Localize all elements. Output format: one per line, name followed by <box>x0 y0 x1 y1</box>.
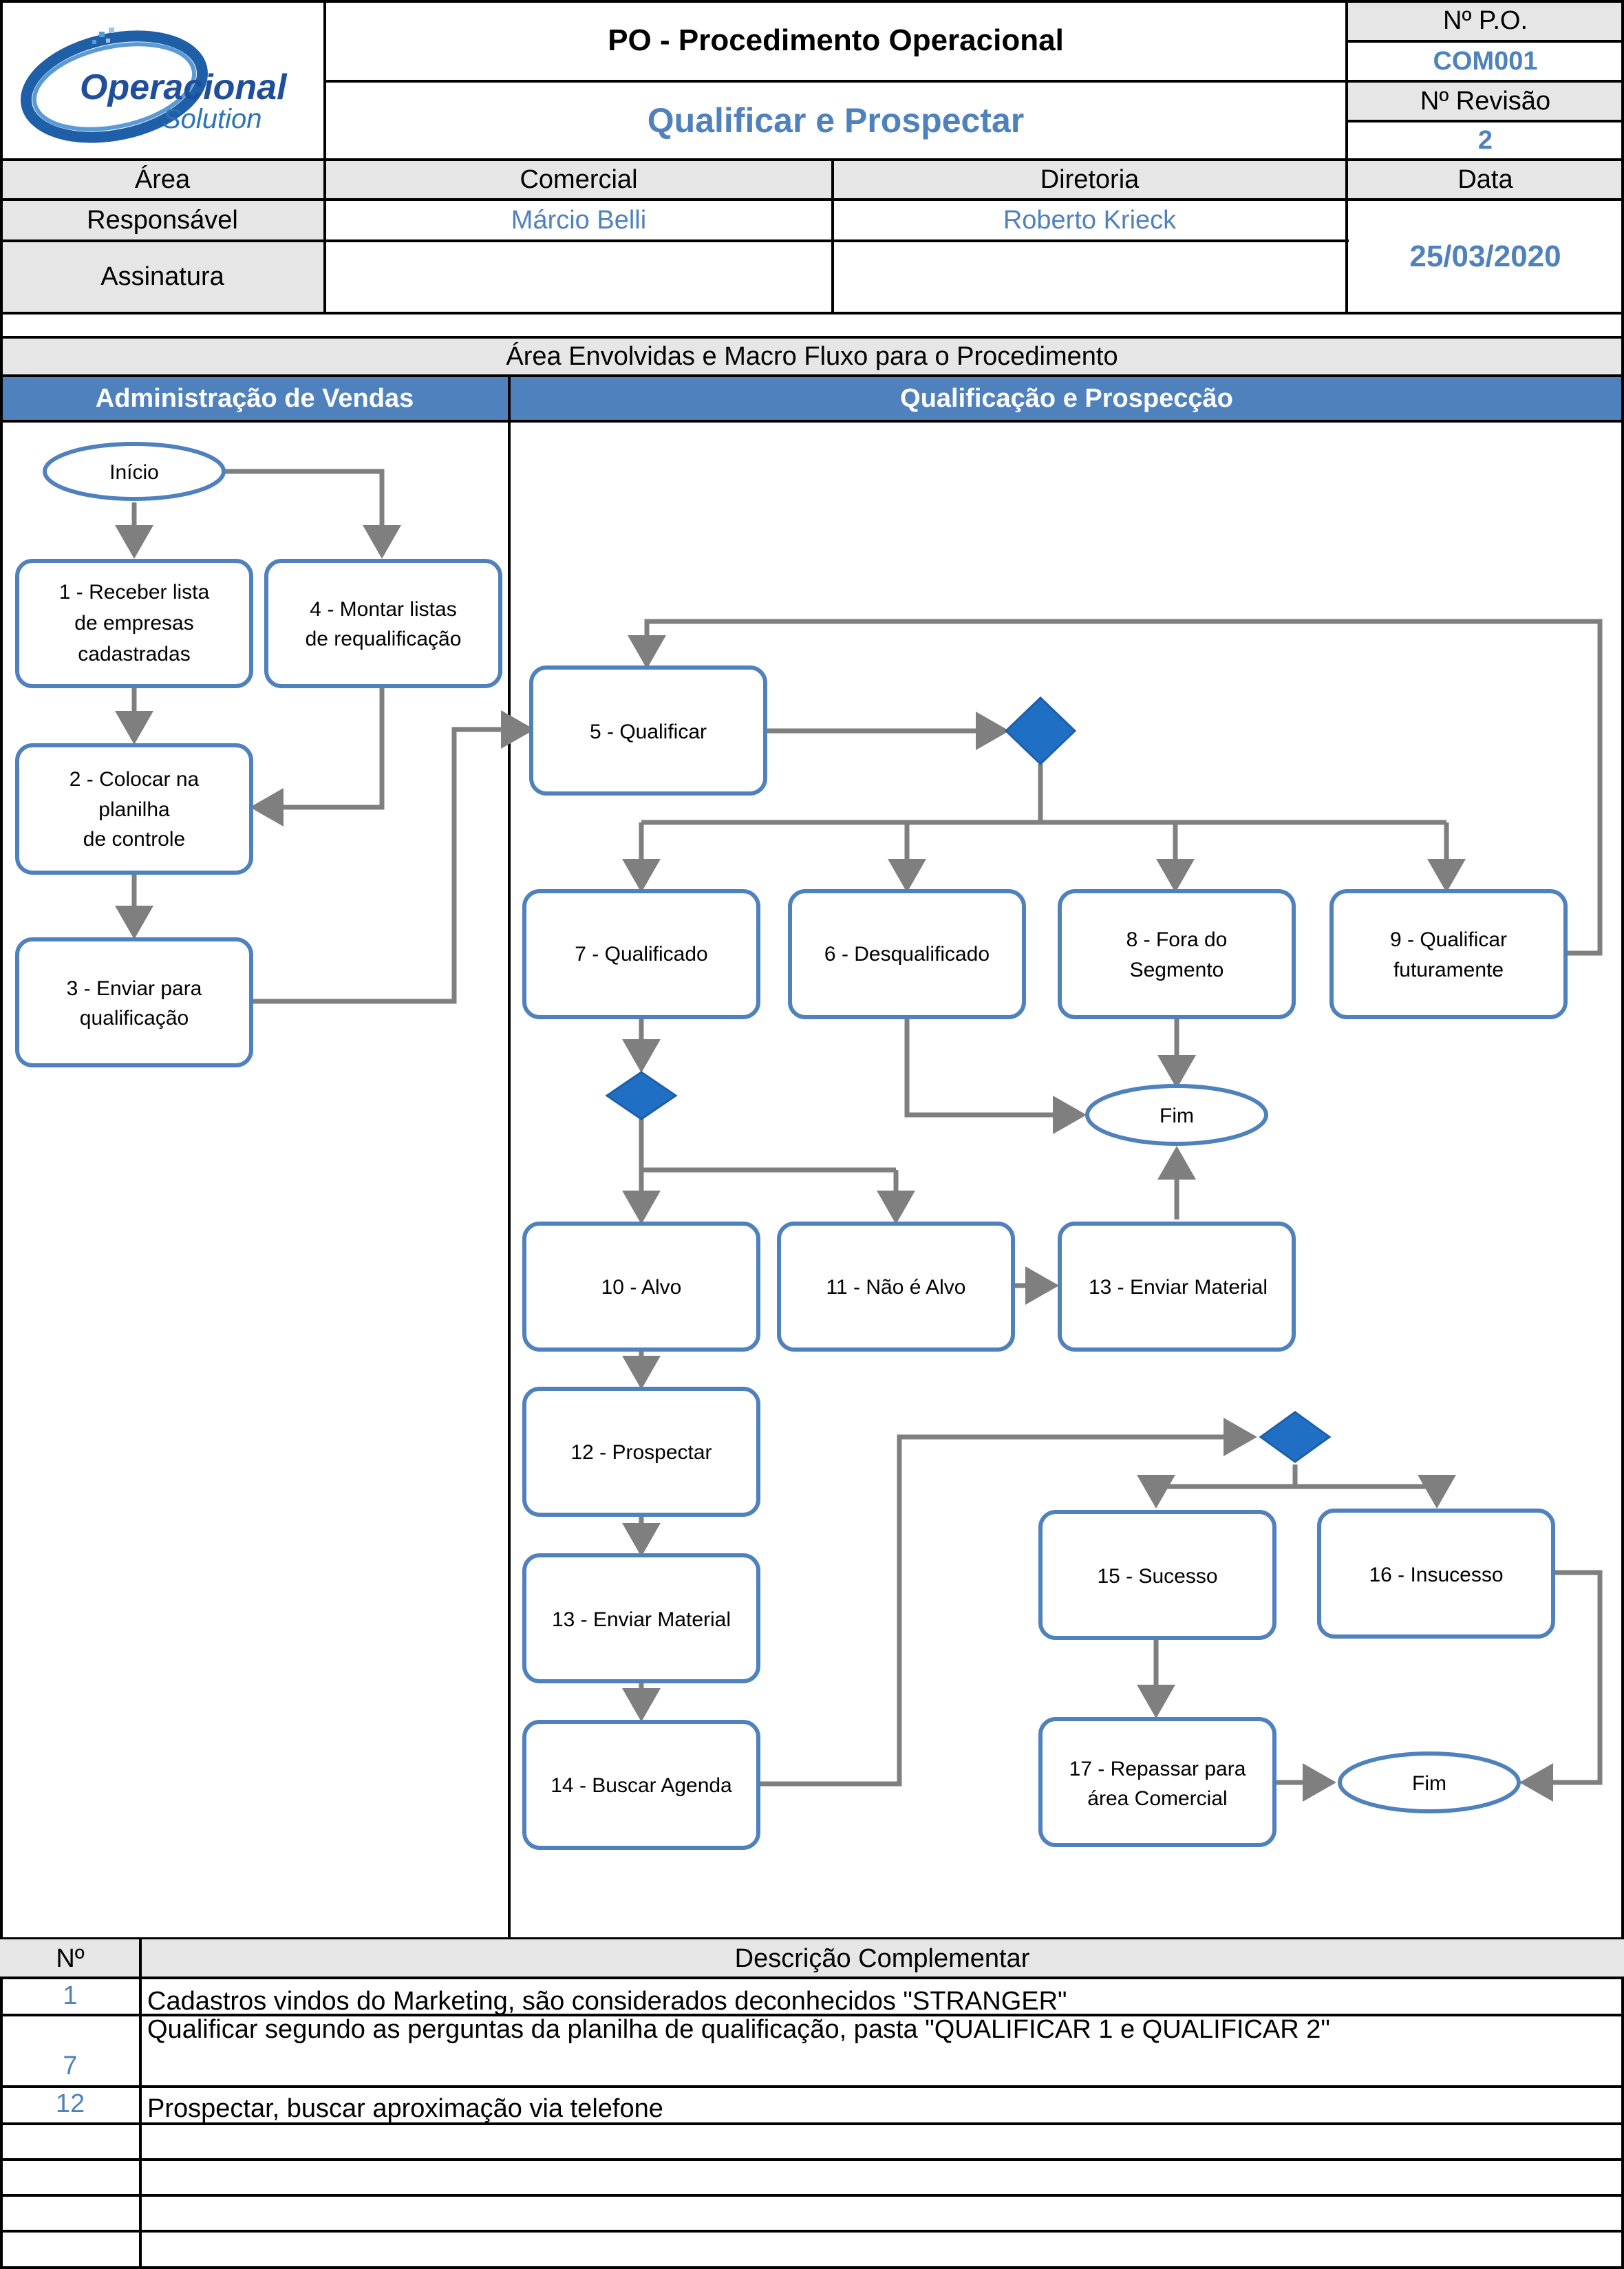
date-value: 25/03/2020 <box>1409 239 1561 273</box>
logo-sub: Solution <box>162 104 262 134</box>
node-14[interactable]: 14 - Buscar Agenda <box>522 1720 760 1850</box>
svg-text:futuramente: futuramente <box>1393 959 1504 981</box>
node-17[interactable]: 17 - Repassar para área Comercial <box>1038 1717 1276 1847</box>
complement-row-3-text: Prospectar, buscar aproximação via telef… <box>147 2094 663 2123</box>
svg-text:Fim: Fim <box>1412 1772 1446 1795</box>
assinatura-label: Assinatura <box>0 241 325 313</box>
arrow-n9-n5 <box>628 619 1603 956</box>
node-11[interactable]: 11 - Não é Alvo <box>777 1222 1015 1352</box>
complement-num-header: Nº <box>0 1939 140 1978</box>
node-fim-2[interactable]: Fim <box>1338 1751 1521 1813</box>
arrow-inicio-n4 <box>224 469 401 559</box>
arrow-n14-d3 <box>757 1418 1257 1787</box>
decision-3[interactable] <box>1259 1411 1332 1463</box>
node-fim-1[interactable]: Fim <box>1085 1084 1268 1146</box>
node-5[interactable]: 5 - Qualificar <box>529 665 767 796</box>
complement-row-2-num: 7 <box>63 2052 78 2080</box>
responsavel-label: Responsável <box>0 200 325 241</box>
svg-text:3 - Enviar para: 3 - Enviar para <box>67 977 202 1000</box>
area-label: Área <box>0 160 325 200</box>
svg-text:Fim: Fim <box>1160 1105 1194 1127</box>
node-15[interactable]: 15 - Sucesso <box>1038 1510 1276 1640</box>
svg-text:de controle: de controle <box>83 828 185 851</box>
svg-text:4 - Montar listas: 4 - Montar listas <box>310 598 456 621</box>
complement-row-2-text: Qualificar segundo as perguntas da plani… <box>147 2015 1330 2044</box>
svg-text:16 - Insucesso: 16 - Insucesso <box>1369 1564 1503 1586</box>
logo-graphic: Operacional Solution <box>21 28 288 143</box>
complement-row-3-num: 12 <box>55 2089 85 2118</box>
svg-text:2 - Colocar na: 2 - Colocar na <box>70 768 200 791</box>
svg-text:14 - Buscar Agenda: 14 - Buscar Agenda <box>551 1774 732 1797</box>
svg-text:Segmento: Segmento <box>1130 959 1224 981</box>
svg-text:1 - Receber lista: 1 - Receber lista <box>59 581 210 604</box>
svg-text:cadastradas: cadastradas <box>78 643 190 665</box>
svg-text:13 - Enviar Material: 13 - Enviar Material <box>552 1608 731 1631</box>
decision-2[interactable] <box>605 1071 678 1120</box>
connectors <box>115 469 1603 1802</box>
arrow-n6-fim1 <box>904 1017 1087 1134</box>
arrow-n3-n5 <box>251 710 535 1004</box>
svg-text:17 - Repassar para: 17 - Repassar para <box>1069 1758 1246 1780</box>
node-8[interactable]: 8 - Fora do Segmento <box>1058 889 1296 1019</box>
arrow-n16-fim2 <box>1519 1570 1603 1802</box>
node-13a[interactable]: 13 - Enviar Material <box>1058 1222 1296 1352</box>
svg-text:15 - Sucesso: 15 - Sucesso <box>1097 1565 1217 1588</box>
svg-text:8 - Fora do: 8 - Fora do <box>1126 928 1228 951</box>
doc-title: PO - Procedimento Operacional <box>608 23 1064 57</box>
node-16[interactable]: 16 - Insucesso <box>1317 1509 1555 1639</box>
rev-value: 2 <box>1477 125 1493 155</box>
decision-1[interactable] <box>1004 696 1077 766</box>
lane-left-title: Administração de Vendas <box>0 376 509 421</box>
svg-text:9 - Qualificar: 9 - Qualificar <box>1390 928 1507 951</box>
po-label: Nº P.O. <box>1347 0 1624 41</box>
flow-section-title: Área Envolvidas e Macro Fluxo para o Pro… <box>0 337 1624 376</box>
doc-subtitle: Qualificar e Prospectar <box>647 101 1025 140</box>
data-label: Data <box>1347 160 1624 200</box>
svg-text:de requalificação: de requalificação <box>306 628 462 650</box>
node-inicio[interactable]: Início <box>43 442 226 501</box>
logo-brand: Operacional <box>80 67 288 107</box>
node-1[interactable]: 1 - Receber lista de empresas cadastrada… <box>15 559 253 688</box>
node-13b[interactable]: 13 - Enviar Material <box>522 1553 760 1683</box>
node-2[interactable]: 2 - Colocar na planilha de controle <box>15 743 253 875</box>
svg-text:planilha: planilha <box>98 798 170 821</box>
arrow-n4-n2 <box>250 688 385 827</box>
node-4[interactable]: 4 - Montar listas de requalificação <box>264 559 502 688</box>
complement-desc-header: Descrição Complementar <box>140 1939 1624 1978</box>
svg-text:12 - Prospectar: 12 - Prospectar <box>570 1441 712 1464</box>
logo: Operacional Solution <box>0 0 325 160</box>
node-10[interactable]: 10 - Alvo <box>522 1222 760 1352</box>
area-diretoria: Diretoria <box>833 160 1347 200</box>
responsavel-1: Márcio Belli <box>511 205 647 235</box>
svg-text:Início: Início <box>109 461 159 484</box>
node-6[interactable]: 6 - Desqualificado <box>788 889 1026 1019</box>
svg-text:qualificação: qualificação <box>80 1007 189 1030</box>
svg-text:7 - Qualificado: 7 - Qualificado <box>575 943 707 966</box>
responsavel-2: Roberto Krieck <box>1003 205 1177 235</box>
complement-row-1-text: Cadastros vindos do Marketing, são consi… <box>147 1987 1067 2016</box>
svg-text:área Comercial: área Comercial <box>1087 1787 1227 1810</box>
svg-text:10 - Alvo: 10 - Alvo <box>601 1276 682 1299</box>
node-12[interactable]: 12 - Prospectar <box>522 1387 760 1517</box>
svg-text:11 - Não é Alvo: 11 - Não é Alvo <box>826 1276 966 1299</box>
area-comercial: Comercial <box>325 160 833 200</box>
svg-text:de empresas: de empresas <box>74 612 193 635</box>
po-value: COM001 <box>1433 46 1538 76</box>
svg-text:6 - Desqualificado: 6 - Desqualificado <box>824 943 990 966</box>
complement-row-1-num: 1 <box>63 1981 78 2010</box>
lane-right-title: Qualificação e Prospecção <box>509 376 1624 421</box>
rev-label: Nº Revisão <box>1347 81 1624 121</box>
svg-text:5 - Qualificar: 5 - Qualificar <box>590 721 707 743</box>
node-7[interactable]: 7 - Qualificado <box>522 889 760 1019</box>
svg-text:13 - Enviar Material: 13 - Enviar Material <box>1089 1276 1268 1299</box>
node-3[interactable]: 3 - Enviar para qualificação <box>15 937 253 1067</box>
node-9[interactable]: 9 - Qualificar futuramente <box>1329 889 1568 1019</box>
